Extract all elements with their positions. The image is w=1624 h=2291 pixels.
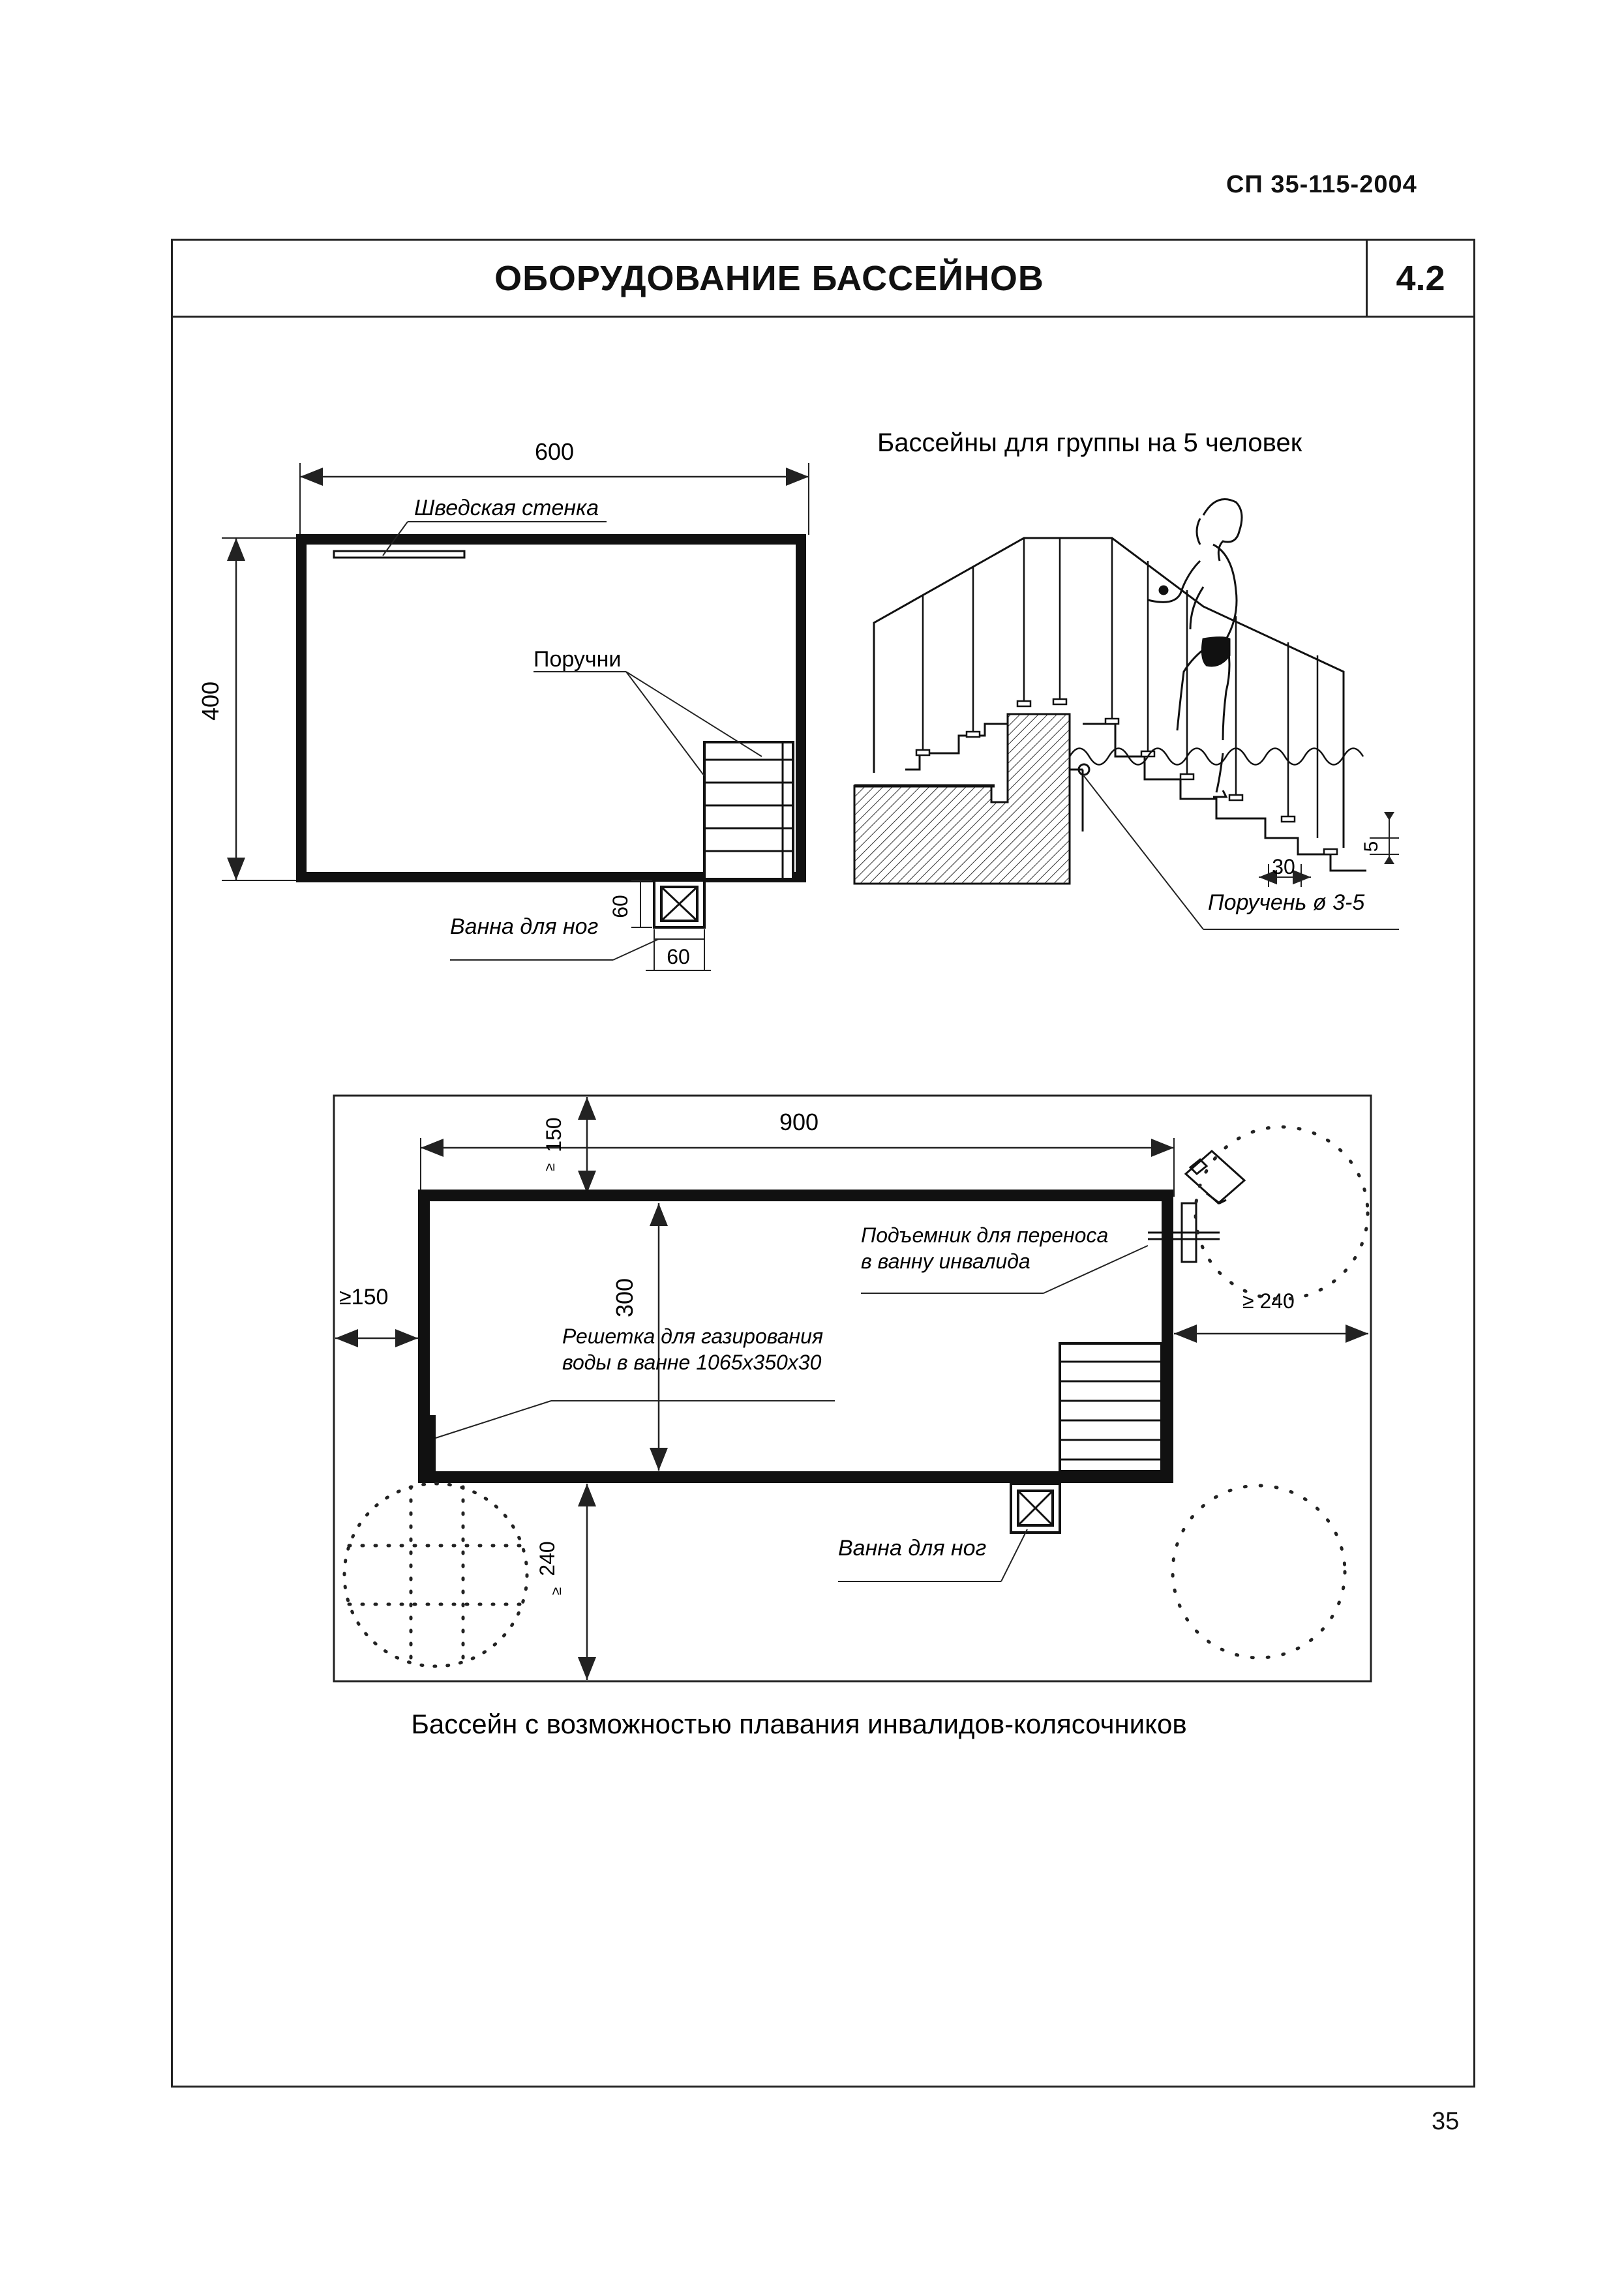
turning-circle-bottom-left [342, 1482, 529, 1668]
bottom-clear-dim: 240 [535, 1541, 559, 1576]
person-figure [1147, 498, 1243, 798]
wall-bars-label: Шведская стенка [414, 496, 599, 520]
pool-lift [1148, 1149, 1246, 1263]
title-block: ОБОРУДОВАНИЕ БАССЕЙНОВ 4.2 [173, 241, 1473, 318]
document-code: СП 35-115-2004 [1226, 171, 1417, 198]
large-pool-stairs [1059, 1342, 1163, 1473]
step-tread-dim: 30 [1272, 855, 1295, 878]
small-pool-plan: 600 400 Шведская стенка Поручни [197, 438, 809, 971]
top-clear-dim: 150 [542, 1117, 565, 1152]
large-plan-caption: Бассейн с возможностью плавания инвалидо… [411, 1709, 1186, 1739]
water-surface [1068, 747, 1364, 766]
foot-bath-large-label: Ванна для ног [838, 1536, 986, 1561]
lift-label-line1: Подъемник для переноса [861, 1223, 1108, 1247]
pool-steps-section [1083, 723, 1366, 872]
foot-bath-small [653, 879, 706, 929]
large-pool-outline [418, 1190, 1173, 1483]
pool-section-view: Бассейны для группы на 5 человек [853, 428, 1399, 930]
section-number: 4.2 [1396, 258, 1445, 298]
step-rise-dim: 5 [1361, 841, 1382, 852]
grate-label-line1: Решетка для газирования [562, 1325, 823, 1348]
wall-bars [333, 550, 466, 559]
large-plan-width-dim: 900 [779, 1109, 819, 1135]
grate-label-line2: воды в ванне 1065х350х30 [562, 1351, 822, 1374]
small-plan-height-dim: 400 [197, 681, 224, 721]
turning-circle-bottom-right [1171, 1484, 1347, 1660]
page-number: 35 [1432, 2108, 1460, 2135]
top-clear-ge: ≥ [541, 1163, 558, 1171]
large-plan-height-dim: 300 [611, 1278, 638, 1317]
small-pool-stairs [703, 741, 794, 880]
large-pool-plan: 900 150 ≥ ≥150 300 ≥ 240 240 ≥ [333, 1094, 1372, 1683]
left-clear-dim: ≥150 [339, 1285, 388, 1310]
foot-bath-dim-w: 60 [667, 945, 690, 968]
section-caption: Бассейны для группы на 5 человек [877, 428, 1302, 457]
handrail-label: Поручень ø 3-5 [1208, 890, 1364, 915]
site-boundary [333, 1094, 1372, 1683]
turning-circle-top-right [1194, 1125, 1370, 1301]
pool-wall-hatched [853, 713, 1071, 885]
bottom-clear-ge: ≥ [548, 1587, 564, 1595]
handrails-label: Поручни [534, 647, 621, 672]
foot-bath-large [1010, 1482, 1061, 1534]
foot-bath-dim-h: 60 [609, 895, 632, 918]
right-clear-dim: ≥ 240 [1242, 1289, 1295, 1313]
lift-label-line2: в ванну инвалида [861, 1250, 1030, 1273]
small-pool-outline [296, 534, 806, 882]
page-frame: ОБОРУДОВАНИЕ БАССЕЙНОВ 4.2 [171, 239, 1475, 2088]
page-title: ОБОРУДОВАНИЕ БАССЕЙНОВ [173, 241, 1368, 316]
foot-bath-small-label: Ванна для ног [450, 914, 598, 939]
small-plan-width-dim: 600 [535, 438, 574, 465]
